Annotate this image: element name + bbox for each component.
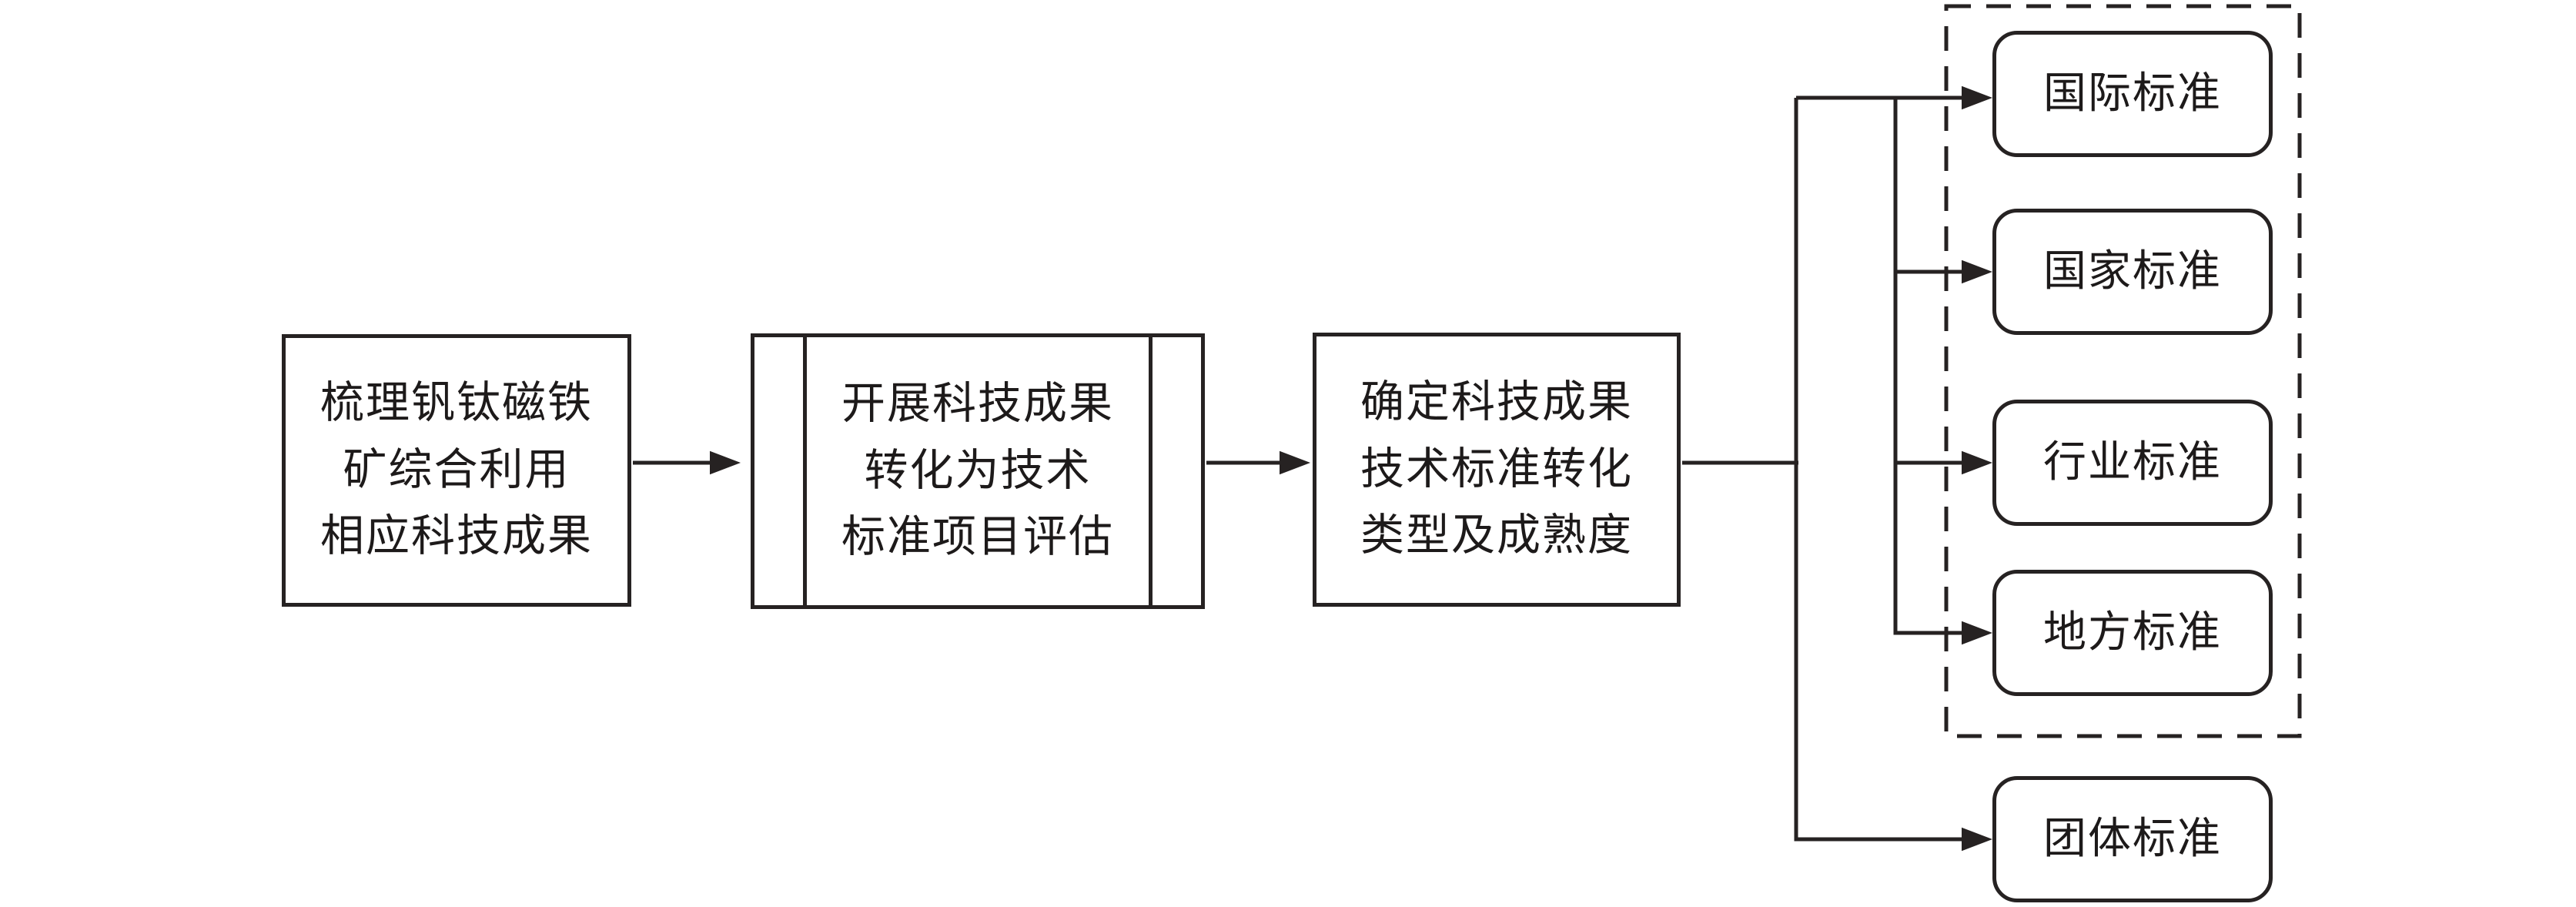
- process-step-2-box: 开展科技成果 转化为技术 标准项目评估: [751, 333, 1205, 609]
- standard-label-industry: 行业标准: [2043, 439, 2222, 487]
- standard-box-national: 国家标准: [1992, 209, 2273, 335]
- predefined-process-inner-line-left: [803, 337, 807, 605]
- connector-local-standard: [1893, 98, 1992, 645]
- process-step-3-box: 确定科技成果 技术标准转化 类型及成熟度: [1313, 333, 1681, 607]
- standard-label-group: 团体标准: [2043, 815, 2222, 863]
- standard-box-group: 团体标准: [1992, 776, 2273, 902]
- predefined-process-inner-line-right: [1149, 337, 1153, 605]
- standard-label-local: 地方标准: [2043, 609, 2222, 657]
- standard-box-international: 国际标准: [1992, 31, 2273, 157]
- process-step-1-box: 梳理钒钛磁铁 矿综合利用 相应科技成果: [282, 334, 631, 607]
- standard-box-local: 地方标准: [1992, 570, 2273, 696]
- connector-trunk-group-standard: [1794, 98, 1992, 852]
- standards-group-dashed-border: [1944, 4, 2302, 738]
- standard-box-industry: 行业标准: [1992, 400, 2273, 526]
- process-step-1-label: 梳理钒钛磁铁 矿综合利用 相应科技成果: [320, 379, 593, 561]
- process-step-3-label: 确定科技成果 技术标准转化 类型及成熟度: [1360, 378, 1633, 561]
- standard-label-international: 国际标准: [2043, 70, 2222, 118]
- standard-label-national: 国家标准: [2043, 248, 2222, 296]
- process-step-2-label: 开展科技成果 转化为技术 标准项目评估: [841, 380, 1114, 562]
